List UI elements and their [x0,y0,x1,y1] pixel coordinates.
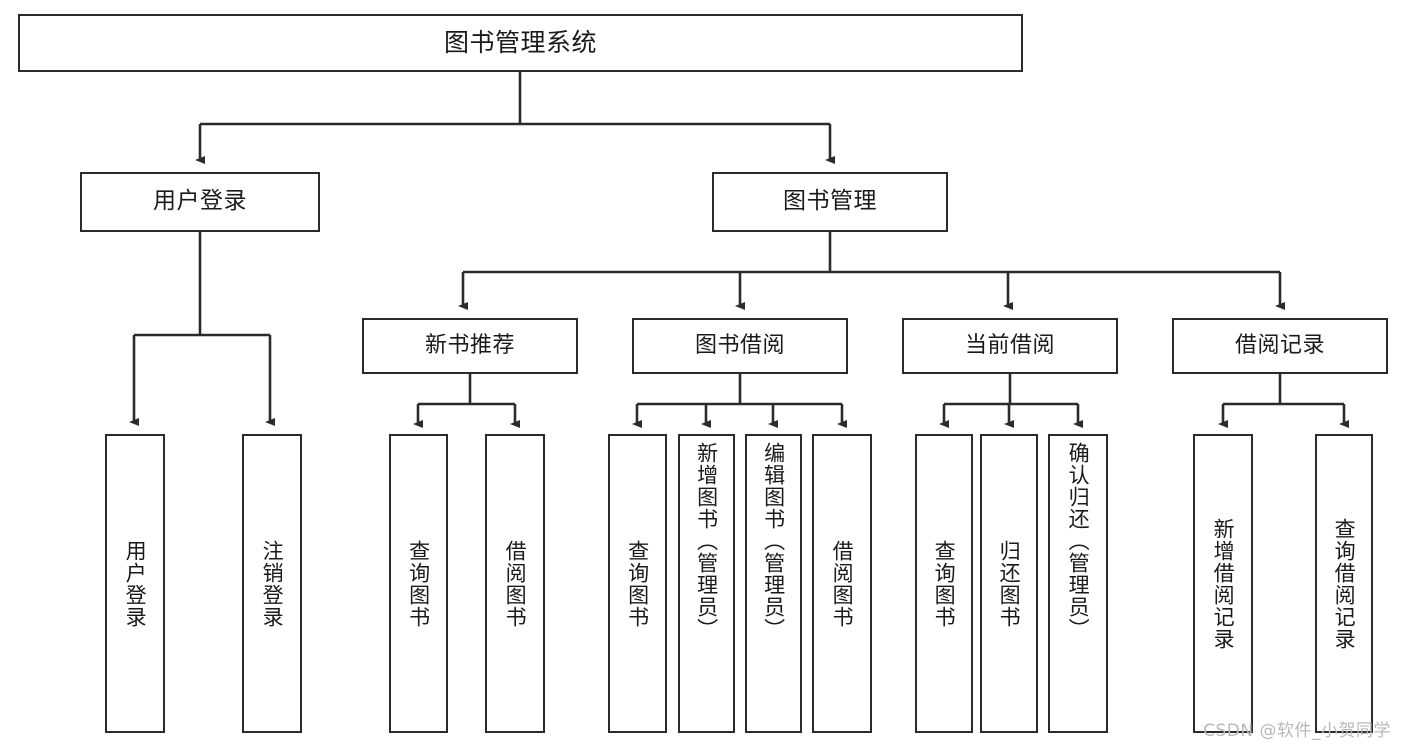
node-root-label: 图书管理系统 [443,28,597,58]
node-book-management-label: 图书管理 [783,188,877,215]
node-leaf-edit-book[interactable]: 编辑图书（管理员） [745,434,802,733]
node-leaf-query-book-borrow[interactable]: 查询图书 [608,434,667,733]
node-leaf-user-login-label: 用户登录 [123,539,148,628]
node-current-borrow[interactable]: 当前借阅 [902,318,1118,374]
node-book-management[interactable]: 图书管理 [712,172,948,232]
node-leaf-confirm-return-label: 确认归还（管理员） [1066,442,1091,640]
node-leaf-query-book-current-label: 查询图书 [932,539,957,628]
node-leaf-query-book-rec[interactable]: 查询图书 [389,434,448,733]
node-leaf-query-book-current[interactable]: 查询图书 [915,434,973,733]
node-user-login[interactable]: 用户登录 [80,172,320,232]
node-new-book-recommend-label: 新书推荐 [424,333,515,359]
node-leaf-add-borrow-record[interactable]: 新增借阅记录 [1193,434,1253,733]
node-new-book-recommend[interactable]: 新书推荐 [362,318,578,374]
node-leaf-add-book[interactable]: 新增图书（管理员） [678,434,735,733]
node-borrow-record-label: 借阅记录 [1234,333,1325,359]
node-leaf-confirm-return[interactable]: 确认归还（管理员） [1048,434,1108,733]
node-leaf-add-book-label: 新增图书（管理员） [694,442,719,640]
node-leaf-logout-label: 注销登录 [260,539,285,628]
node-leaf-borrow-book[interactable]: 借阅图书 [812,434,872,733]
node-book-borrow-label: 图书借阅 [694,333,785,359]
node-leaf-user-login[interactable]: 用户登录 [105,434,165,733]
node-borrow-record[interactable]: 借阅记录 [1172,318,1388,374]
node-leaf-query-borrow-record[interactable]: 查询借阅记录 [1315,434,1373,733]
node-leaf-return-book-label: 归还图书 [997,539,1022,628]
node-leaf-return-book[interactable]: 归还图书 [980,434,1038,733]
node-book-borrow[interactable]: 图书借阅 [632,318,848,374]
node-leaf-query-book-borrow-label: 查询图书 [625,539,650,628]
node-leaf-logout[interactable]: 注销登录 [242,434,302,733]
node-leaf-borrow-book-rec-label: 借阅图书 [503,539,528,628]
node-leaf-edit-book-label: 编辑图书（管理员） [761,442,786,640]
node-leaf-borrow-book-label: 借阅图书 [830,539,855,628]
csdn-watermark: CSDN @软件_小贺同学 [1203,721,1391,741]
node-leaf-borrow-book-rec[interactable]: 借阅图书 [485,434,545,733]
node-current-borrow-label: 当前借阅 [964,333,1055,359]
node-leaf-query-book-rec-label: 查询图书 [406,539,431,628]
node-leaf-add-borrow-record-label: 新增借阅记录 [1211,517,1236,650]
node-user-login-label: 用户登录 [153,188,247,215]
node-leaf-query-borrow-record-label: 查询借阅记录 [1332,517,1357,650]
node-root[interactable]: 图书管理系统 [18,14,1023,72]
